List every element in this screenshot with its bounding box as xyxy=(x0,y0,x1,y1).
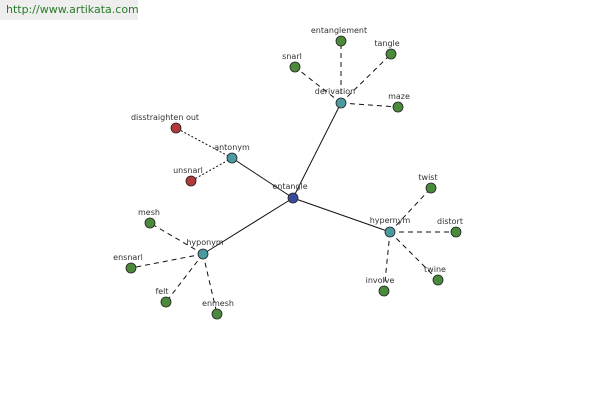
hub-node-hypernym[interactable] xyxy=(384,226,396,238)
leaf-node-disstraighten-out[interactable] xyxy=(170,122,182,134)
edge-entangle-derivation xyxy=(292,102,342,199)
leaf-label-enmesh: enmesh xyxy=(202,299,234,308)
edge-derivation-tangle xyxy=(340,53,392,104)
leaf-label-involve: involve xyxy=(366,276,395,285)
leaf-node-entanglement[interactable] xyxy=(335,35,347,47)
hub-label-derivation: derivation xyxy=(315,87,355,96)
leaf-node-twine[interactable] xyxy=(432,274,444,286)
edge-hyponym-felt xyxy=(165,253,204,303)
edge-hyponym-ensnarl xyxy=(130,253,204,269)
leaf-node-involve[interactable] xyxy=(378,285,390,297)
edge-derivation-maze xyxy=(340,102,399,108)
edge-derivation-snarl xyxy=(294,66,342,104)
edge-hypernym-twine xyxy=(389,231,439,281)
leaf-label-twist: twist xyxy=(418,173,437,182)
leaf-node-maze[interactable] xyxy=(392,101,404,113)
hub-label-antonym: antonym xyxy=(214,143,250,152)
leaf-label-twine: twine xyxy=(424,265,446,274)
hub-label-hyponym: hyponym xyxy=(186,238,224,247)
leaf-node-enmesh[interactable] xyxy=(211,308,223,320)
nodes-layer xyxy=(125,35,462,320)
leaf-label-maze: maze xyxy=(388,92,410,101)
leaf-node-distort[interactable] xyxy=(450,226,462,238)
edge-antonym-disstraighten-out xyxy=(175,127,233,159)
leaf-node-tangle[interactable] xyxy=(385,48,397,60)
edge-hypernym-twist xyxy=(389,187,432,233)
leaf-label-snarl: snarl xyxy=(282,52,302,61)
hub-node-antonym[interactable] xyxy=(226,152,238,164)
edges-layer xyxy=(130,41,456,315)
leaf-label-unsnarl: unsnarl xyxy=(173,166,203,175)
edge-hyponym-mesh xyxy=(149,222,204,255)
leaf-label-felt: felt xyxy=(155,287,168,296)
center-node-entangle[interactable] xyxy=(287,192,299,204)
labels-layer: entanglement snarl tangle maze disstraighten… xyxy=(113,26,463,308)
edge-hyponym-enmesh xyxy=(202,253,218,315)
leaf-node-mesh[interactable] xyxy=(144,217,156,229)
leaf-node-felt[interactable] xyxy=(160,296,172,308)
leaf-label-distort: distort xyxy=(437,217,463,226)
leaf-node-ensnarl[interactable] xyxy=(125,262,137,274)
edge-hypernym-involve xyxy=(383,231,391,292)
leaf-label-disstraighten-out: disstraighten out xyxy=(131,113,199,122)
leaf-label-tangle: tangle xyxy=(374,39,399,48)
leaf-node-unsnarl[interactable] xyxy=(185,175,197,187)
leaf-node-twist[interactable] xyxy=(425,182,437,194)
edge-entangle-antonym xyxy=(231,157,294,199)
hub-node-derivation[interactable] xyxy=(335,97,347,109)
edge-entangle-hypernym xyxy=(292,197,391,233)
edge-entangle-hyponym xyxy=(202,197,294,255)
leaf-node-snarl[interactable] xyxy=(289,61,301,73)
leaf-label-ensnarl: ensnarl xyxy=(113,253,143,262)
leaf-label-mesh: mesh xyxy=(138,208,160,217)
watermark-url: http://www.artikata.com xyxy=(0,0,139,20)
hub-label-hypernym: hypernym xyxy=(370,216,411,225)
leaf-label-entanglement: entanglement xyxy=(311,26,367,35)
hub-node-hyponym[interactable] xyxy=(197,248,209,260)
center-label-entangle: entangle xyxy=(272,182,307,191)
